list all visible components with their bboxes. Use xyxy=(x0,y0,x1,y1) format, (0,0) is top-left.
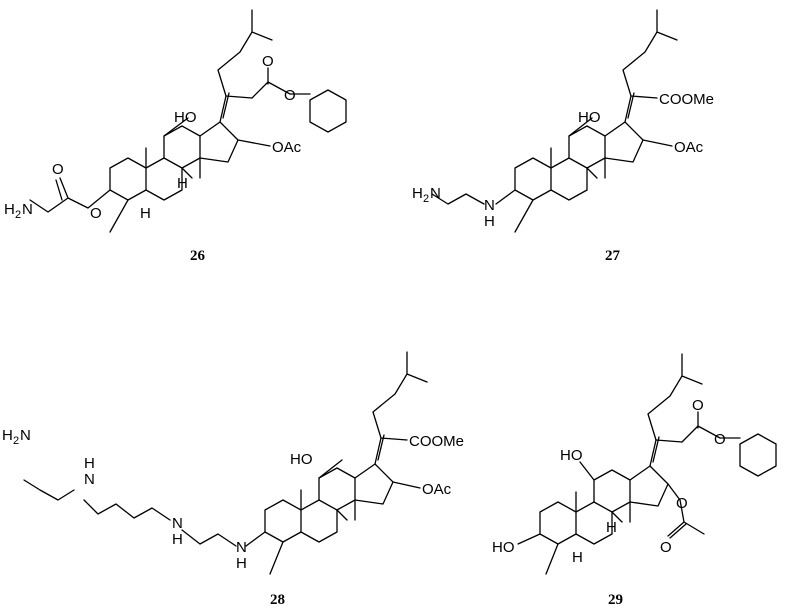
amine-h-label: H xyxy=(2,427,13,444)
amine-n-label: N xyxy=(430,185,441,202)
amine-n-label: N xyxy=(20,427,31,444)
benzene-ring xyxy=(309,89,347,133)
angular-methyls xyxy=(550,147,606,179)
ester-o-carbonyl-label: O xyxy=(692,397,704,414)
hydroxyl-label: HO xyxy=(560,447,583,464)
polyamine-chain xyxy=(23,479,266,547)
acetyl-o-label: O xyxy=(676,495,688,512)
ring-a xyxy=(264,499,302,543)
amine-n-label: N xyxy=(22,201,33,218)
ring-a xyxy=(514,157,552,201)
ring-b xyxy=(300,499,338,543)
exocyclic-double-bond xyxy=(377,434,408,461)
ring-c xyxy=(163,125,201,169)
compound-id-28: 28 xyxy=(270,592,285,608)
compound-29: HO HO O O O O H H 29 xyxy=(492,353,777,608)
c3-ester xyxy=(29,177,111,213)
ester-chain xyxy=(681,411,741,443)
amine-chain xyxy=(431,189,516,205)
nh3-n-label: N xyxy=(84,471,95,488)
compound-id-27: 27 xyxy=(605,248,621,264)
ring-c xyxy=(318,467,356,511)
ester-o-label: O xyxy=(90,205,102,222)
nh2-n-label: N xyxy=(172,515,183,532)
ring-b xyxy=(145,157,183,201)
acetoxy-label: OAc xyxy=(422,481,452,498)
ester-label: COOMe xyxy=(659,91,714,108)
nh-n-label: N xyxy=(484,197,495,214)
ho-bond xyxy=(163,117,189,137)
c4-methyl xyxy=(514,199,534,233)
benzyl-o-carbonyl-label: O xyxy=(262,53,274,70)
acetyl-group xyxy=(667,483,705,539)
ho-bond xyxy=(568,117,593,137)
acetyl-o-carbonyl-label: O xyxy=(660,539,672,556)
ring-c xyxy=(593,469,631,513)
exocyclic-double-bond xyxy=(652,436,683,463)
ring-b xyxy=(575,501,613,545)
angular-methyls xyxy=(575,491,631,523)
ring-a xyxy=(539,501,577,545)
ring-d xyxy=(199,121,239,163)
c4-methyl xyxy=(545,543,559,575)
benzyl-o-label: O xyxy=(284,87,296,104)
exocyclic-double-bond xyxy=(222,92,253,119)
amine-sub-label: 2 xyxy=(15,209,21,221)
hydroxyl-label: HO xyxy=(290,451,313,468)
nh-h-label: H xyxy=(484,213,495,230)
h-ring-label: H xyxy=(572,549,583,566)
compound-26: HO OAc H 2 N O O O O H H 26 xyxy=(4,9,347,264)
nh1-h-label: H xyxy=(236,555,247,572)
h-bridge-label: H xyxy=(177,175,188,192)
nh2-h-label: H xyxy=(172,531,183,548)
ring-d xyxy=(629,465,669,507)
ring-d xyxy=(604,121,644,163)
ring-b xyxy=(550,157,588,201)
benzene-ring xyxy=(739,433,777,477)
compound-id-29: 29 xyxy=(608,592,623,608)
oac-bond xyxy=(642,139,673,147)
h-ring-label: H xyxy=(140,205,151,222)
c4-methyl xyxy=(269,541,284,575)
angular-methyls xyxy=(300,489,356,521)
ester-o-carbonyl-label: O xyxy=(52,161,64,178)
c4-methyl xyxy=(109,199,129,233)
h-bridge-label: H xyxy=(606,519,617,536)
hydroxyl-label: HO xyxy=(578,109,601,126)
side-chain xyxy=(622,9,678,123)
hydroxyl-3-label: HO xyxy=(492,539,515,556)
ring-d xyxy=(354,463,394,505)
amine-sub-label: 2 xyxy=(13,435,19,447)
amine-h-label: H xyxy=(412,185,423,202)
angular-methyls xyxy=(145,147,201,179)
side-chain xyxy=(217,9,273,123)
exocyclic-double-bond xyxy=(627,92,658,119)
hydroxyl-label: HO xyxy=(174,109,197,126)
amine-sub-label: 2 xyxy=(423,193,429,205)
acetoxy-label: OAc xyxy=(272,139,302,156)
oac-bond xyxy=(237,139,271,147)
ring-c xyxy=(568,125,606,169)
nh1-n-label: N xyxy=(236,539,247,556)
ho-bond xyxy=(579,461,595,481)
side-chain xyxy=(372,351,428,465)
nh3-h-label: H xyxy=(84,455,95,472)
acetoxy-label: OAc xyxy=(674,139,704,156)
side-chain xyxy=(647,353,703,467)
ho-3-bond xyxy=(517,533,541,545)
amine-h-label: H xyxy=(4,201,15,218)
ester-chain xyxy=(251,67,311,99)
ester-o-label: O xyxy=(714,431,726,448)
ho-bond xyxy=(318,459,343,479)
oac-bond xyxy=(392,481,421,489)
ester-label: COOMe xyxy=(409,433,464,450)
ring-a xyxy=(109,157,147,201)
compound-28: HO OAc COOMe H 2 N N H N H N H 28 xyxy=(2,351,464,608)
compound-27: HO OAc COOMe H 2 N N H 27 xyxy=(412,9,714,264)
compound-id-26: 26 xyxy=(190,248,206,264)
